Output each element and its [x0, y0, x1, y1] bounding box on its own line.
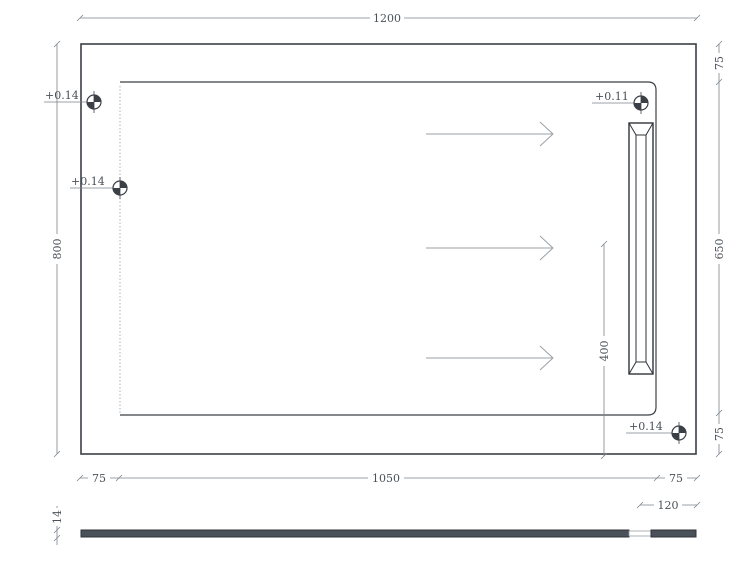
dim-label-drain-offset: 400: [598, 341, 611, 362]
level-label-top-right: +0.11: [595, 90, 629, 103]
tray-section-view: [80, 529, 697, 538]
flow-arrow-icon: [426, 121, 554, 147]
dim-label-thickness: 14: [51, 510, 64, 524]
tray-outline: [80, 43, 697, 455]
level-marker-icon: [86, 91, 102, 113]
level-marker-top-left: +0.14: [44, 89, 102, 113]
dim-label-bottom-margin: 75: [713, 427, 726, 441]
level-marker-top-right: +0.11: [592, 90, 649, 114]
dim-label-top-margin: 75: [713, 56, 726, 70]
linear-drain: [628, 122, 654, 375]
dim-thickness: 14: [50, 506, 64, 545]
level-marker-icon: [112, 177, 128, 199]
dim-label-overall-height: 800: [51, 239, 64, 260]
dim-overall-width: 1200: [76, 11, 701, 25]
dim-label-drain-width: 120: [658, 499, 679, 512]
dim-label-inner-width: 1050: [372, 472, 400, 485]
flow-arrow-icon: [426, 235, 554, 261]
dim-right-chain: 75 650 75: [713, 40, 727, 458]
dim-drain-offset: 400: [598, 240, 612, 460]
level-marker-icon: [671, 422, 687, 444]
dim-drain-width: 120: [636, 498, 701, 512]
level-label-left-inner: +0.14: [71, 175, 105, 188]
tray-inner-border: [120, 81, 657, 416]
flow-arrow-icon: [426, 345, 554, 371]
level-label-bottom-right: +0.14: [629, 420, 663, 433]
level-label-top-left: +0.14: [45, 89, 79, 102]
level-marker-icon: [633, 92, 649, 114]
dim-label-right-margin: 75: [669, 472, 683, 485]
dim-label-inner-height: 650: [713, 239, 726, 260]
level-marker-bottom-right: +0.14: [626, 420, 687, 444]
dim-label-left-margin: 75: [92, 472, 106, 485]
dim-bottom-chain: 75 1050 75: [76, 471, 701, 485]
dim-label-overall-width: 1200: [373, 12, 401, 25]
level-marker-left-inner: +0.14: [70, 175, 128, 199]
dim-overall-height: 800: [50, 40, 64, 458]
